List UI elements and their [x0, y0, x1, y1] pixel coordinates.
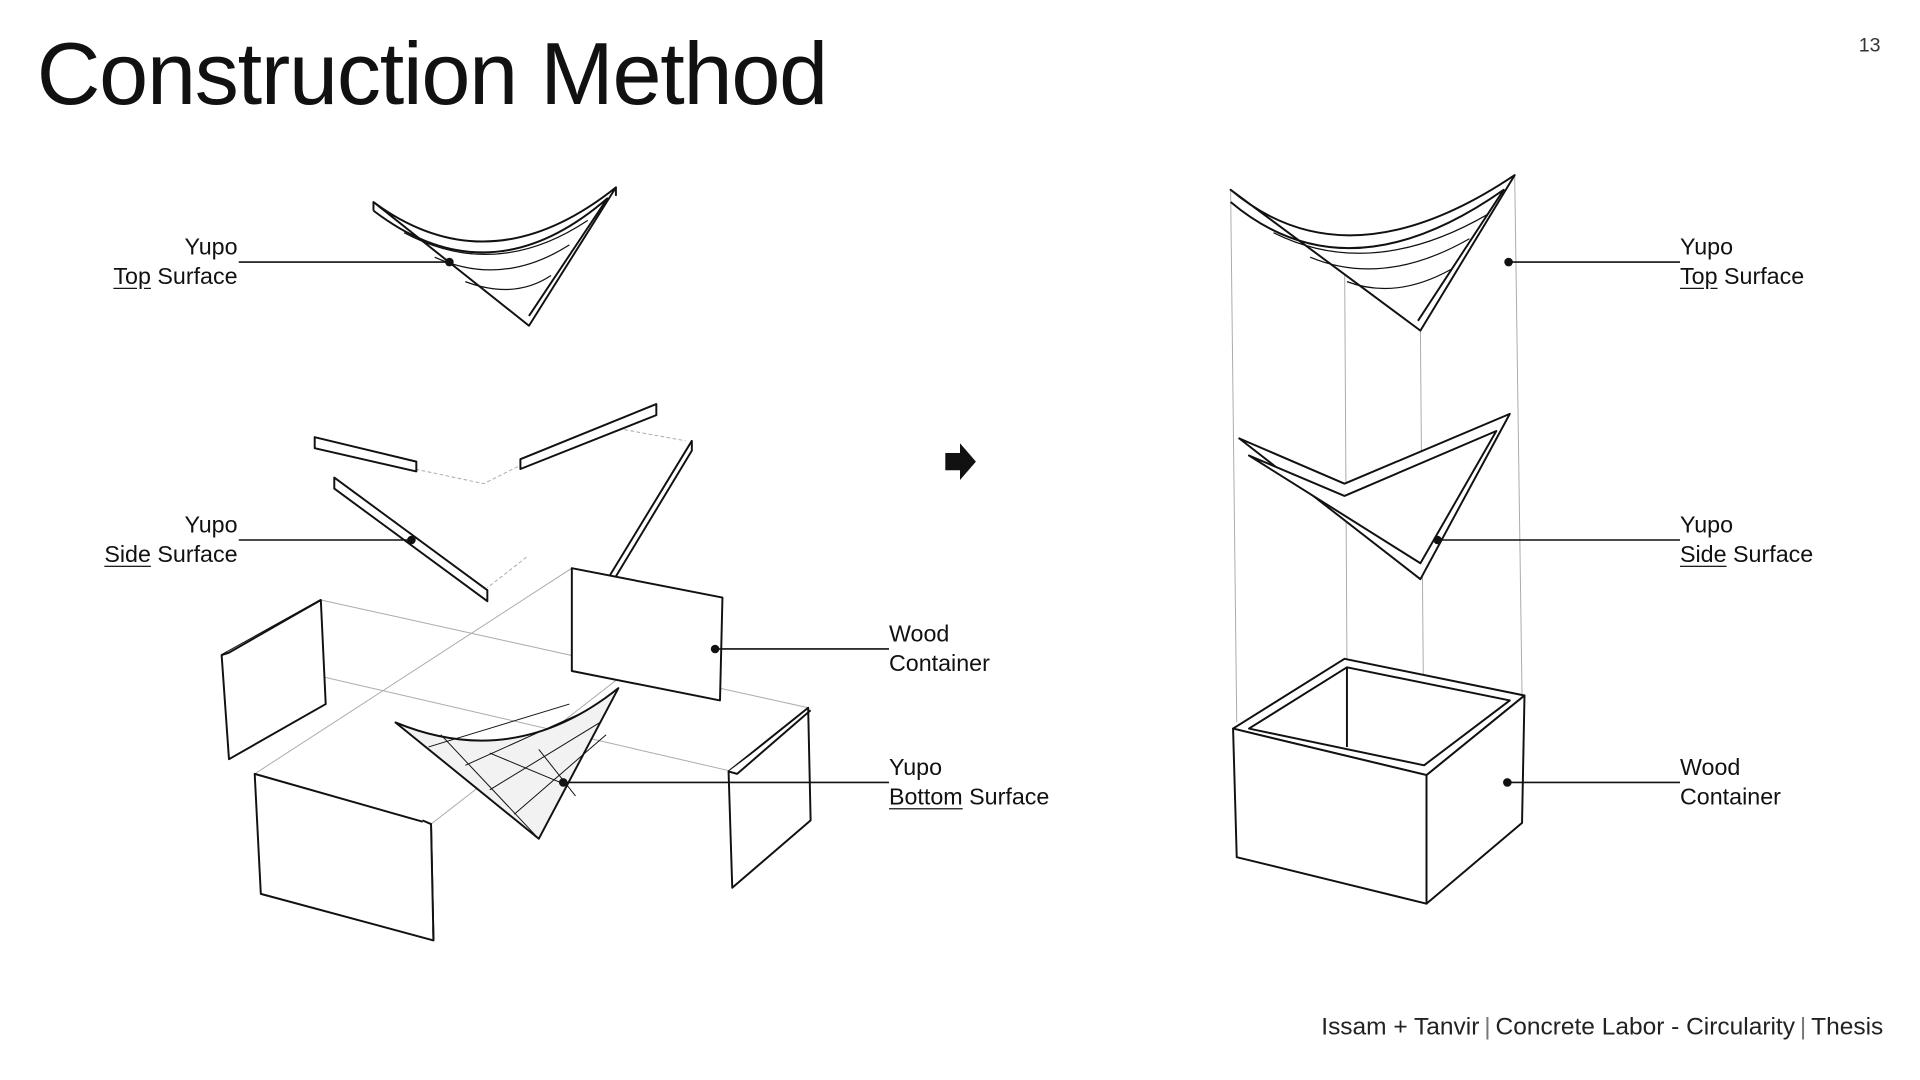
label-underlined: Top — [113, 264, 151, 291]
label-left-top-surface: Yupo Top Surface — [113, 234, 237, 293]
leader-lines — [238, 261, 1681, 784]
footer: Issam + Tanvir|Concrete Labor - Circular… — [1321, 1014, 1883, 1042]
label-underlined: Top — [1680, 264, 1718, 291]
label-right-side-surface: Yupo Side Surface — [1680, 512, 1813, 571]
label-line: Yupo — [888, 755, 943, 782]
footer-project: Concrete Labor - Circularity — [1495, 1013, 1795, 1041]
left-wood-container — [220, 567, 812, 942]
label-right-top-surface: Yupo Top Surface — [1680, 234, 1804, 293]
label-left-wood-container: Wood Container — [889, 621, 990, 680]
label-underlined: Side — [104, 542, 151, 569]
left-side-surface — [313, 403, 693, 603]
footer-authors: Issam + Tanvir — [1321, 1013, 1480, 1041]
label-rest: Surface — [962, 784, 1050, 811]
label-line: Wood — [1680, 755, 1741, 782]
label-rest: Surface — [150, 264, 238, 291]
label-rest: Surface — [150, 542, 238, 569]
label-underlined: Bottom — [888, 784, 963, 811]
label-line: Yupo — [184, 235, 238, 261]
label-rest: Surface — [1717, 264, 1805, 291]
right-side-surface — [1238, 412, 1511, 581]
label-line: Container — [888, 651, 990, 678]
guide-lines — [228, 175, 1523, 825]
label-line: Container — [1680, 784, 1781, 811]
leader-dots — [407, 257, 1513, 787]
right-top-surface — [1229, 174, 1516, 332]
left-top-surface — [372, 186, 617, 327]
label-left-bottom-surface: Yupo Bottom Surface — [889, 754, 1049, 813]
label-right-wood-container: Wood Container — [1680, 754, 1781, 813]
page-number: 13 — [1858, 35, 1881, 57]
footer-type: Thesis — [1811, 1013, 1884, 1041]
label-left-side-surface: Yupo Side Surface — [104, 512, 237, 571]
label-line: Yupo — [184, 513, 238, 539]
right-wood-container — [1232, 657, 1526, 905]
label-line: Yupo — [1680, 235, 1734, 261]
left-bottom-surface — [394, 687, 620, 840]
label-line: Wood — [888, 622, 950, 648]
label-underlined: Side — [1680, 542, 1727, 569]
separator: | — [1799, 1013, 1807, 1041]
right-arrow-icon — [945, 443, 976, 481]
separator: | — [1484, 1013, 1491, 1041]
page-title: Construction Method — [36, 25, 828, 124]
label-rest: Surface — [1726, 542, 1814, 569]
label-line: Yupo — [1680, 513, 1734, 539]
